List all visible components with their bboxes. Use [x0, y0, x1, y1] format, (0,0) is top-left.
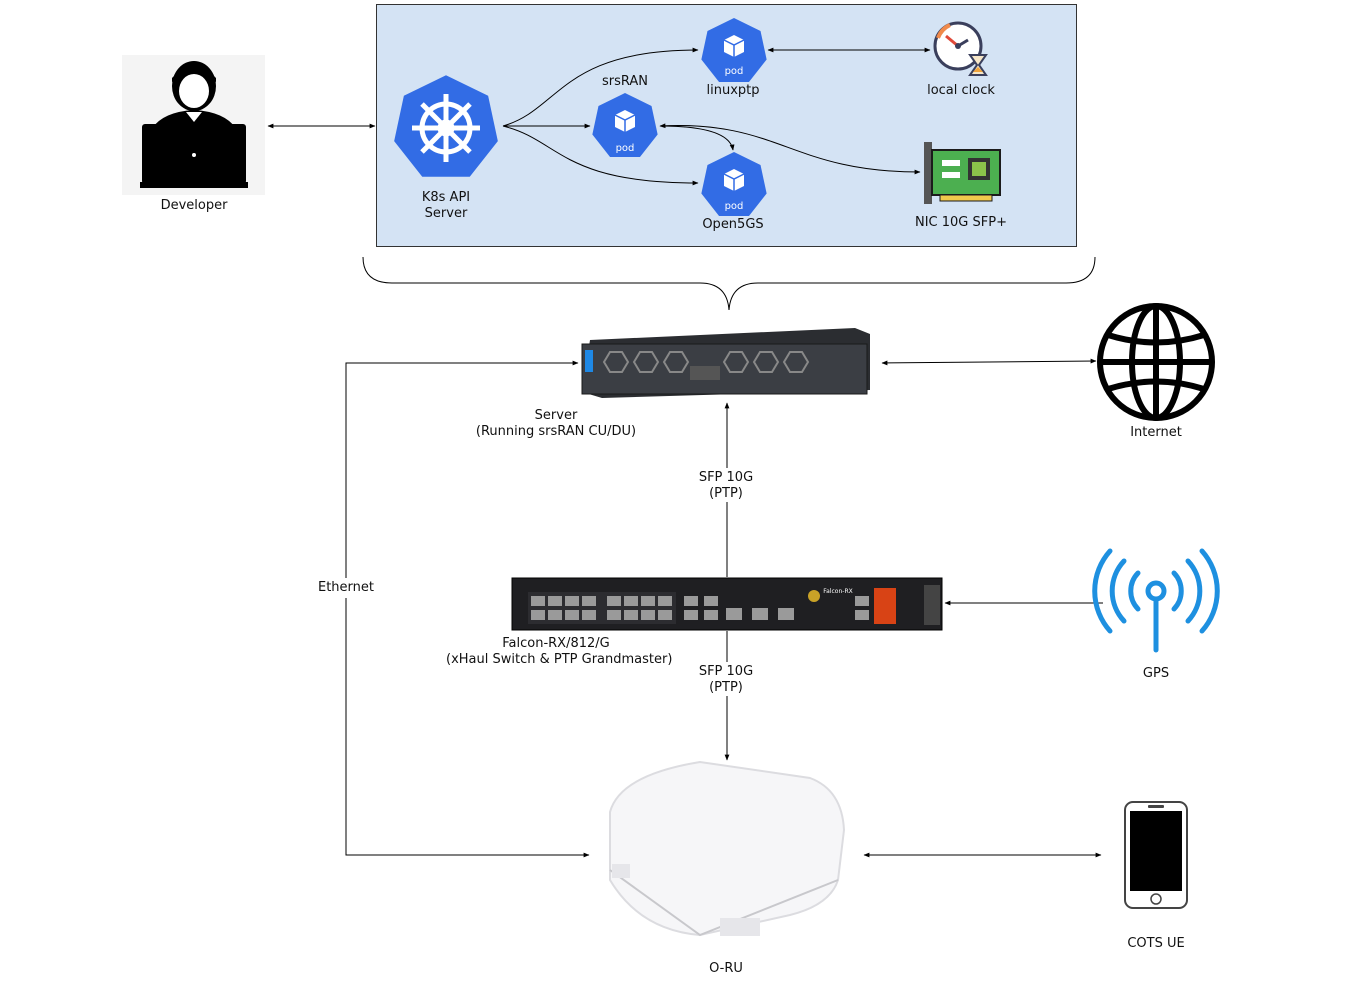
server-label-line2: (Running srsRAN CU/DU): [475, 424, 637, 439]
sfp-bottom-line1: SFP 10G: [698, 664, 754, 679]
switch-label: Falcon-RX/812/G (xHaul Switch & PTP Gran…: [446, 636, 673, 668]
ethernet-label: Ethernet: [306, 580, 386, 596]
k8s-open5gs-link: [502, 125, 699, 186]
developer-label: Developer: [160, 198, 228, 213]
sfp-top-line2: (PTP): [709, 486, 743, 501]
internet-label: Internet: [1130, 425, 1182, 440]
open5gs-pod-text: pod: [724, 201, 744, 212]
sfp-top-line1: SFP 10G: [698, 470, 754, 485]
switch-icon: [511, 577, 943, 631]
gps-icon: [1092, 548, 1220, 653]
switch-brand-text: Falcon-RX: [823, 588, 853, 595]
ethernet-link-lower: [345, 598, 590, 858]
developer-icon: [122, 55, 265, 195]
switch-label-line1: Falcon-RX/812/G: [502, 636, 610, 651]
phone-icon: [1124, 801, 1188, 909]
open5gs-pod-icon: [701, 152, 767, 216]
linuxptp-label: linuxptp: [706, 83, 760, 98]
oru-label: O-RU: [709, 961, 743, 976]
internet-globe-icon: [1097, 303, 1215, 421]
server-internet-link: [881, 358, 1097, 366]
k8s-label: K8s API Server: [396, 190, 496, 222]
nic-label: NIC 10G SFP+: [915, 215, 1007, 230]
switch-label-line2: (xHaul Switch & PTP Grandmaster): [446, 652, 673, 667]
srsran-pod-text: pod: [615, 143, 635, 154]
nic-card-icon: [924, 142, 1001, 204]
local-clock-label: local clock: [927, 83, 995, 98]
sfp-bottom-line2: (PTP): [709, 680, 743, 695]
k8s-label-line2: Server: [424, 206, 468, 221]
linuxptp-pod-text: pod: [724, 66, 744, 77]
sfp-top-label: SFP 10G (PTP): [686, 470, 766, 502]
oru-icon: [609, 760, 846, 937]
server-label: Server (Running srsRAN CU/DU): [466, 408, 646, 440]
sfp-bottom-label: SFP 10G (PTP): [686, 664, 766, 696]
server-icon: [581, 328, 870, 398]
local-clock-icon: [933, 21, 988, 76]
ethernet-link: [345, 360, 579, 578]
ue-label: COTS UE: [1127, 936, 1185, 951]
srsran-pod-icon: [592, 93, 658, 157]
srsran-label: srsRAN: [601, 74, 648, 89]
linuxptp-pod-icon: [701, 18, 767, 82]
k8s-linuxptp-link: [502, 47, 699, 127]
k8s-icon: [394, 75, 498, 177]
gps-label: GPS: [1142, 666, 1170, 681]
server-label-line1: Server: [534, 408, 578, 423]
srsran-nic-link: [659, 123, 921, 175]
cluster-brace: [362, 256, 1096, 311]
open5gs-label: Open5GS: [702, 217, 764, 232]
k8s-label-line1: K8s API: [421, 190, 471, 205]
